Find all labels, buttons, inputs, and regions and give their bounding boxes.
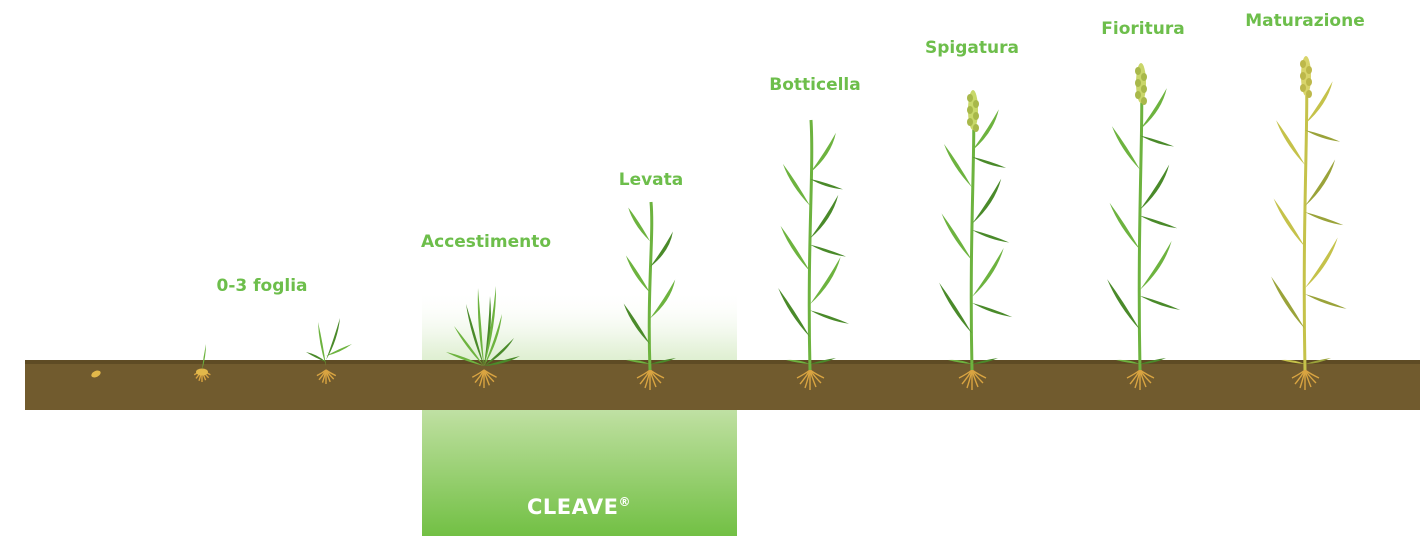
stage-label-leaf: 0-3 foglia (216, 276, 307, 296)
product-name: CLEAVE (527, 495, 619, 519)
product-label: CLEAVE® (527, 495, 631, 519)
soil-strip (25, 360, 1420, 410)
stage-label-tillering: Accestimento (421, 232, 551, 252)
stage-label-booting: Botticella (769, 75, 860, 95)
heading-plant (939, 90, 1012, 390)
registered-mark: ® (619, 495, 632, 509)
stage-label-heading: Spigatura (925, 38, 1019, 58)
ripening-plant (1271, 56, 1347, 390)
flowering-plant (1107, 63, 1180, 390)
stage-label-ripening: Maturazione (1245, 11, 1365, 31)
stage-label-flowering: Fioritura (1101, 19, 1184, 39)
soil-surface (25, 360, 1420, 364)
booting-plant (778, 120, 849, 390)
stage-label-stem-elongation: Levata (619, 170, 684, 190)
